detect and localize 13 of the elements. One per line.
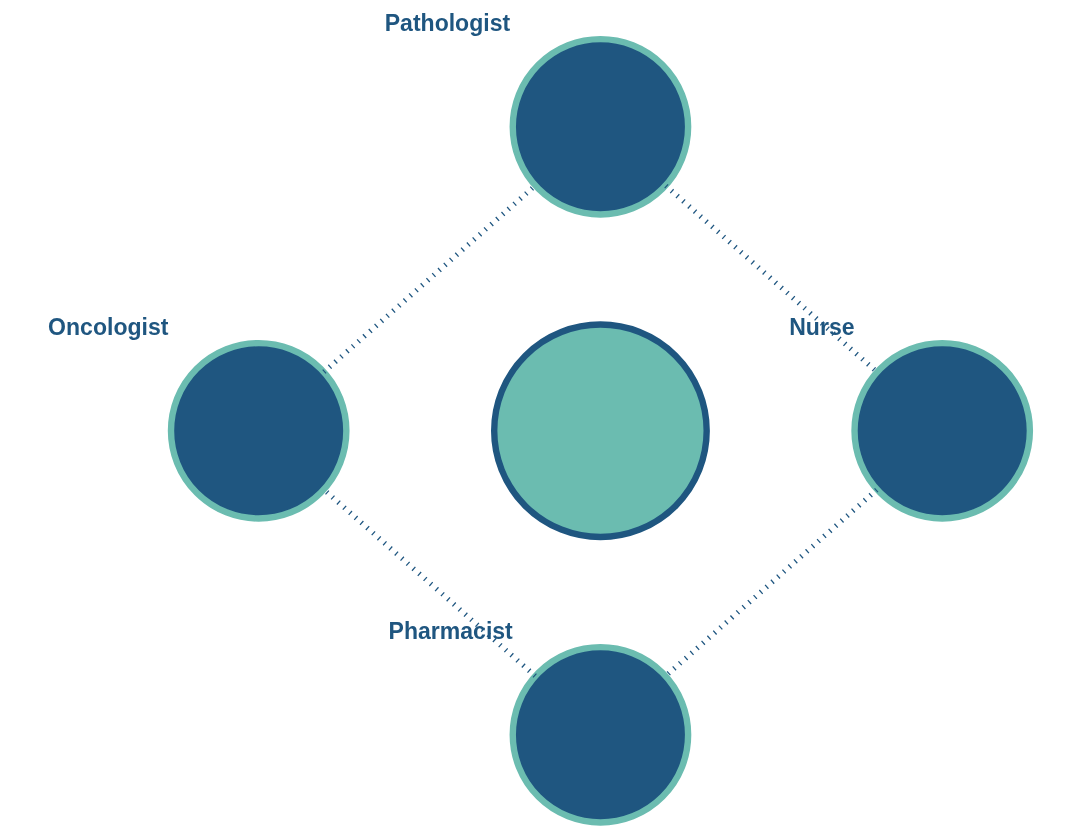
connector xyxy=(322,487,537,678)
node-circle xyxy=(851,339,1034,522)
node-label: Pathologist xyxy=(384,9,511,36)
connector xyxy=(322,183,537,374)
node-label: Nurse xyxy=(789,313,855,340)
node-circle xyxy=(167,339,350,522)
connector xyxy=(664,183,879,374)
node-circle xyxy=(509,643,692,826)
connector xyxy=(664,487,879,678)
node-circle xyxy=(509,35,692,218)
node-person xyxy=(491,321,710,541)
node-label: Oncologist xyxy=(48,313,169,340)
node-label: Pharmacist xyxy=(388,617,513,644)
